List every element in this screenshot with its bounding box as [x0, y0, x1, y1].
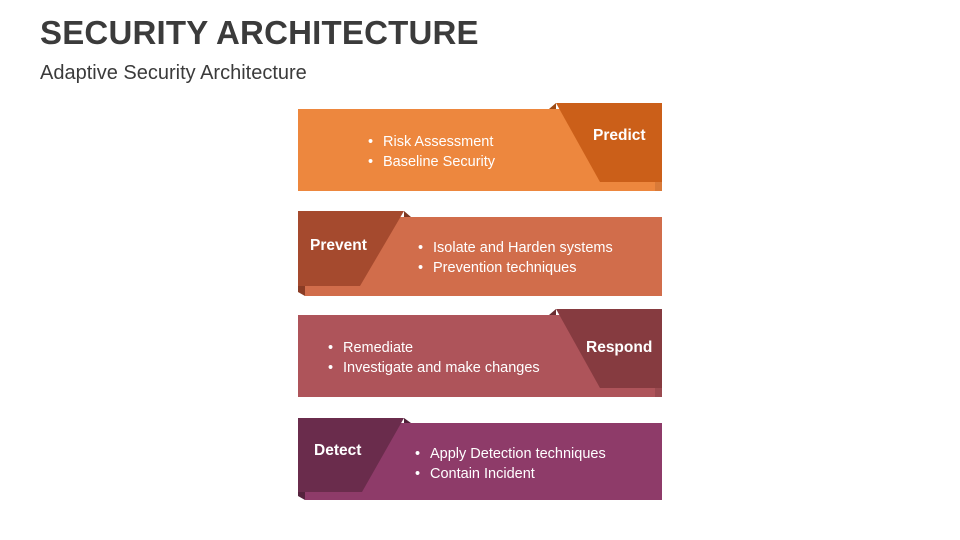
detect-bullet-item: Apply Detection techniques: [415, 445, 606, 465]
prevent-bullet-item: Prevention techniques: [418, 259, 613, 279]
respond-band: [298, 315, 655, 397]
respond-tab-fold: [655, 388, 662, 397]
predict-tab-notch: [549, 103, 556, 109]
detect-tab: [298, 418, 404, 492]
respond-tab: [556, 309, 662, 388]
detect-label: Detect: [314, 442, 362, 459]
detect-tab-notch: [404, 418, 411, 423]
predict-bullet-item: Risk Assessment: [368, 133, 495, 153]
detect-tab-fold: [298, 492, 305, 500]
respond-label: Respond: [586, 339, 653, 356]
prevent-bullet-item: Isolate and Harden systems: [418, 239, 613, 259]
predict-bullet-item: Baseline Security: [368, 153, 495, 173]
prevent-tab-notch: [404, 211, 411, 217]
prevent-label: Prevent: [310, 237, 367, 254]
predict-tab-fold: [655, 182, 662, 191]
page-title: SECURITY ARCHITECTURE: [40, 14, 479, 51]
predict-label: Predict: [593, 127, 646, 144]
page-subtitle: Adaptive Security Architecture: [40, 62, 307, 84]
respond-bullet-list: Remediate Investigate and make changes: [328, 339, 540, 378]
detect-bullet-item: Contain Incident: [415, 465, 606, 485]
prevent-tab: [298, 211, 404, 286]
prevent-band: [305, 217, 662, 296]
detect-band: [305, 423, 662, 500]
prevent-bullet-list: Isolate and Harden systems Prevention te…: [418, 239, 613, 278]
respond-bullet-item: Investigate and make changes: [328, 359, 540, 379]
predict-tab: [556, 103, 662, 182]
prevent-tab-fold: [298, 286, 305, 296]
detect-bullet-list: Apply Detection techniques Contain Incid…: [415, 445, 606, 484]
respond-bullet-item: Remediate: [328, 339, 540, 359]
predict-band: [298, 109, 655, 191]
predict-bullet-list: Risk Assessment Baseline Security: [368, 133, 495, 172]
respond-tab-notch: [549, 309, 556, 315]
